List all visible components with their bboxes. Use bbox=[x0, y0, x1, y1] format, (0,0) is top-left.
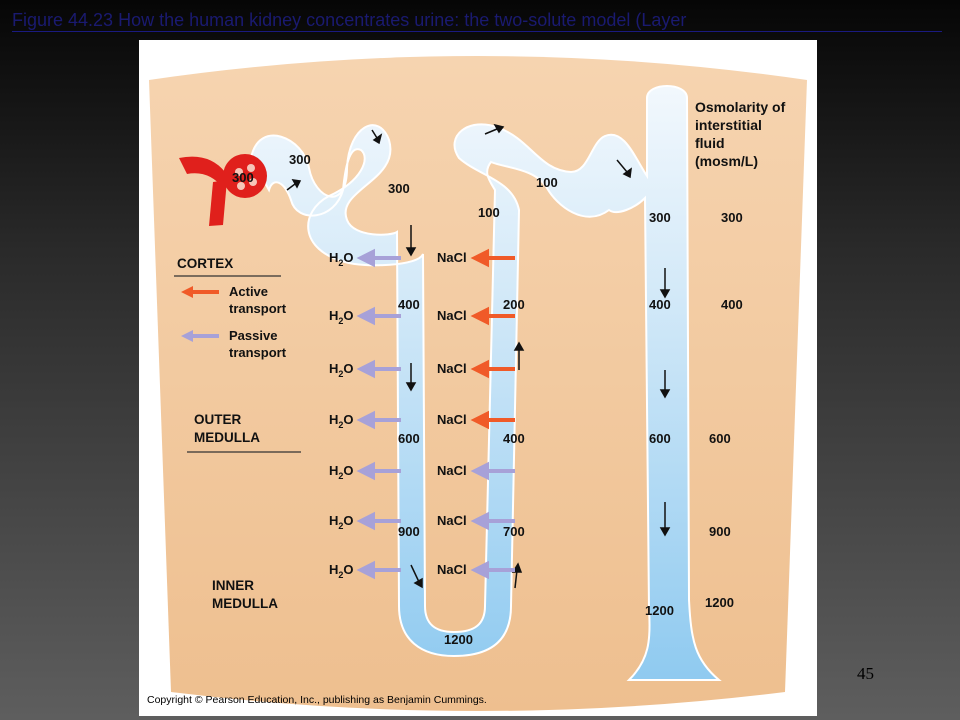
kidney-diagram: H2O H2O H2O H2O H2O H2O H2O NaCl NaCl Na… bbox=[149, 56, 807, 711]
active-legend-arrowhead bbox=[181, 286, 193, 298]
salt-label: NaCl bbox=[437, 250, 467, 265]
ascending-value: 700 bbox=[503, 524, 525, 539]
water-label: H2O bbox=[329, 308, 354, 326]
region-labels: CORTEX OUTER MEDULLA INNER MEDULLA bbox=[177, 256, 278, 611]
descending-value: 900 bbox=[398, 524, 420, 539]
collecting-value: 400 bbox=[649, 297, 671, 312]
osmolarity-value: 400 bbox=[721, 297, 743, 312]
slide-title: Figure 44.23 How the human kidney concen… bbox=[12, 9, 942, 32]
osmolarity-header: Osmolarity of bbox=[695, 99, 786, 115]
water-label: H2O bbox=[329, 361, 354, 379]
tubule-values: 300 300 300 400 600 900 1200 100 200 400… bbox=[232, 152, 674, 647]
distal-value: 100 bbox=[536, 175, 558, 190]
collecting-value: 600 bbox=[649, 431, 671, 446]
water-label: H2O bbox=[329, 562, 354, 580]
osmolarity-value: 900 bbox=[709, 524, 731, 539]
osmolarity-header: fluid bbox=[695, 135, 725, 151]
glomerulus-capillary bbox=[235, 168, 243, 176]
collecting-value: 300 bbox=[649, 210, 671, 225]
water-label: H2O bbox=[329, 250, 354, 268]
ascending-top-value: 100 bbox=[478, 205, 500, 220]
water-label: H2O bbox=[329, 412, 354, 430]
osmolarity-column: Osmolarity of interstitial fluid (mosm/L… bbox=[695, 99, 786, 610]
descending-value: 600 bbox=[398, 431, 420, 446]
glomerulus bbox=[223, 154, 267, 198]
osmolarity-header: interstitial bbox=[695, 117, 762, 133]
ascending-value: 200 bbox=[503, 297, 525, 312]
legend: Active transport Passive transport bbox=[181, 284, 287, 360]
inner-medulla-label: INNER bbox=[212, 578, 254, 593]
osmolarity-value: 600 bbox=[709, 431, 731, 446]
passive-legend-label: transport bbox=[229, 345, 287, 360]
osmolarity-value: 300 bbox=[721, 210, 743, 225]
page-number: 45 bbox=[857, 664, 874, 683]
outer-medulla-label: OUTER bbox=[194, 412, 242, 427]
water-labels: H2O H2O H2O H2O H2O H2O H2O bbox=[329, 250, 354, 580]
passive-legend-arrowhead bbox=[181, 330, 193, 342]
salt-label: NaCl bbox=[437, 361, 467, 376]
cortex-label: CORTEX bbox=[177, 256, 233, 271]
glomerulus-value: 300 bbox=[232, 170, 254, 185]
osmolarity-value: 1200 bbox=[705, 595, 734, 610]
salt-arrows-active bbox=[470, 248, 515, 430]
ascending-value: 400 bbox=[503, 431, 525, 446]
water-label: H2O bbox=[329, 463, 354, 481]
salt-arrows-passive bbox=[470, 461, 515, 580]
glomerulus-capillary bbox=[249, 178, 257, 186]
salt-label: NaCl bbox=[437, 412, 467, 427]
inner-medulla-label: MEDULLA bbox=[212, 596, 278, 611]
proximal-value: 300 bbox=[289, 152, 311, 167]
salt-label: NaCl bbox=[437, 513, 467, 528]
collecting-value: 1200 bbox=[645, 603, 674, 618]
afferent-arteriole bbox=[179, 156, 235, 188]
active-legend-label: transport bbox=[229, 301, 287, 316]
nephron-tubule bbox=[249, 85, 722, 681]
loop-bottom-value: 1200 bbox=[444, 632, 473, 647]
passive-legend-label: Passive bbox=[229, 328, 277, 343]
outer-medulla-label: MEDULLA bbox=[194, 430, 260, 445]
flow-arrows bbox=[286, 123, 671, 589]
osmolarity-header: (mosm/L) bbox=[695, 153, 758, 169]
water-label: H2O bbox=[329, 513, 354, 531]
glomerulus-capillary bbox=[237, 182, 245, 190]
kidney-figure: H2O H2O H2O H2O H2O H2O H2O NaCl NaCl Na… bbox=[139, 40, 817, 716]
active-legend-label: Active bbox=[229, 284, 268, 299]
salt-label: NaCl bbox=[437, 308, 467, 323]
descending-value: 400 bbox=[398, 297, 420, 312]
water-arrows bbox=[356, 248, 401, 580]
copyright-notice: Copyright © Pearson Education, Inc., pub… bbox=[147, 694, 487, 706]
salt-labels: NaCl NaCl NaCl NaCl NaCl NaCl NaCl bbox=[437, 250, 467, 577]
efferent-arteriole bbox=[209, 180, 227, 226]
glomerulus-capillary bbox=[247, 164, 255, 172]
salt-label: NaCl bbox=[437, 562, 467, 577]
salt-label: NaCl bbox=[437, 463, 467, 478]
loop-top-value: 300 bbox=[388, 181, 410, 196]
